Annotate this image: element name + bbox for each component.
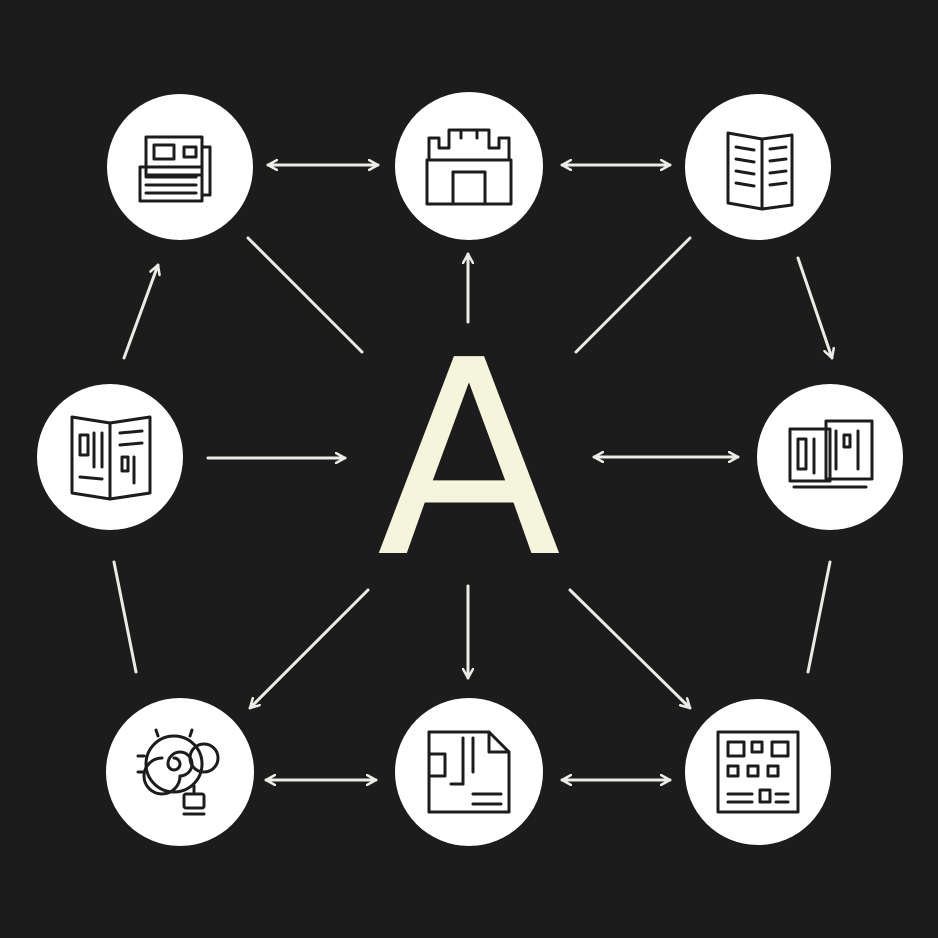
newspaper-icon <box>138 135 212 203</box>
grid-panel-icon <box>716 730 800 814</box>
edges <box>112 165 832 780</box>
edge-center-to-bottom-left <box>248 588 370 710</box>
edge-center-to-bottom-right <box>568 588 692 710</box>
open-book-icon <box>726 131 794 211</box>
node-top-center[interactable] <box>395 92 543 240</box>
brochure-icon <box>70 415 152 501</box>
center-label: A <box>377 302 563 617</box>
edge-top-right-to-middle-right <box>796 256 832 360</box>
node-middle-left[interactable] <box>37 384 183 530</box>
node-top-left[interactable] <box>107 94 253 240</box>
edge-middle-left-to-top-left <box>122 263 158 360</box>
node-bottom-right[interactable] <box>685 699 831 845</box>
document-layout-icon <box>788 419 874 489</box>
edge-top-left-to-center <box>246 236 364 354</box>
node-bottom-center[interactable] <box>395 698 543 846</box>
edge-middle-right-to-bottom-right <box>806 560 832 674</box>
node-top-right[interactable] <box>685 94 831 240</box>
castle-icon <box>425 128 513 206</box>
node-middle-right[interactable] <box>757 384 903 530</box>
node-bottom-left[interactable] <box>106 698 254 846</box>
gear-spiral-icon <box>136 728 220 816</box>
file-circuit-icon <box>427 730 511 814</box>
edge-top-right-to-center <box>574 236 692 354</box>
edge-middle-left-to-bottom-left <box>112 560 138 674</box>
